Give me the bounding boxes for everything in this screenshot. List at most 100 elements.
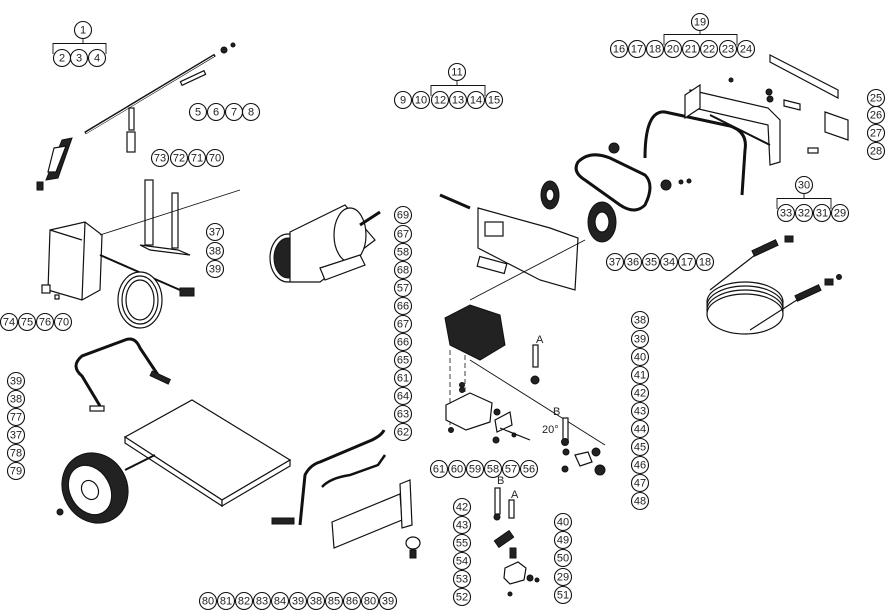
callout-21: 21 xyxy=(681,39,701,59)
callout-circle xyxy=(830,203,850,223)
callout-number: 32 xyxy=(798,208,810,220)
callout-number: 77 xyxy=(10,412,22,424)
callout-number: 23 xyxy=(722,44,734,56)
callout-35: 35 xyxy=(641,252,661,272)
callout-circle xyxy=(393,404,413,424)
point-a-label-lower: A xyxy=(511,489,519,501)
callout-29: 29 xyxy=(830,203,850,223)
callout-number: 33 xyxy=(780,208,792,220)
callout-85: 85 xyxy=(324,591,344,611)
callout-number: 9 xyxy=(400,95,406,107)
callout-circle xyxy=(794,175,814,195)
callout-26: 26 xyxy=(866,105,886,125)
callout-44: 44 xyxy=(630,419,650,439)
callout-circle xyxy=(452,497,472,517)
callout-number: 6 xyxy=(213,107,219,119)
callout-number: 37 xyxy=(209,227,221,239)
angle-label: 20° xyxy=(542,424,559,436)
callout-number: 47 xyxy=(634,478,646,490)
callout-number: 39 xyxy=(382,596,394,608)
callout-37: 37 xyxy=(205,222,225,242)
callout-43: 43 xyxy=(630,401,650,421)
callout-15: 15 xyxy=(484,90,504,110)
callout-circle xyxy=(205,259,225,279)
callout-63: 63 xyxy=(393,404,413,424)
callout-number: 39 xyxy=(209,264,221,276)
callout-circle xyxy=(6,443,26,463)
callout-circle xyxy=(452,587,472,607)
callout-27: 27 xyxy=(866,123,886,143)
callout-circle xyxy=(393,90,413,110)
callout-number: 5 xyxy=(195,107,201,119)
callout-67: 67 xyxy=(393,224,413,244)
callout-number: 46 xyxy=(634,460,646,472)
callout-number: 30 xyxy=(798,180,810,192)
callout-number: 79 xyxy=(10,466,22,478)
callout-number: 69 xyxy=(397,210,409,222)
callout-number: 45 xyxy=(634,442,646,454)
callout-number: 60 xyxy=(451,464,463,476)
callout-number: 73 xyxy=(154,153,166,165)
callout-circle xyxy=(393,224,413,244)
callout-50: 50 xyxy=(553,548,573,568)
callout-72: 72 xyxy=(169,148,189,168)
callout-circle xyxy=(501,459,521,479)
callout-22: 22 xyxy=(699,39,719,59)
callout-number: 38 xyxy=(310,596,322,608)
callout-49: 49 xyxy=(553,530,573,550)
callout-circle xyxy=(205,148,225,168)
callout-56: 56 xyxy=(519,459,539,479)
callout-77: 77 xyxy=(6,407,26,427)
callout-number: 37 xyxy=(609,257,621,269)
callout-number: 74 xyxy=(3,317,15,329)
callout-69: 69 xyxy=(393,205,413,225)
callout-number: 80 xyxy=(202,596,214,608)
callout-55: 55 xyxy=(452,533,472,553)
callout-number: 21 xyxy=(685,44,697,56)
callout-number: 40 xyxy=(634,352,646,364)
callout-33: 33 xyxy=(776,203,796,223)
callout-31: 31 xyxy=(812,203,832,223)
callout-61: 61 xyxy=(393,368,413,388)
callout-circle xyxy=(699,39,719,59)
control-box-bracket xyxy=(139,179,191,256)
callout-number: 43 xyxy=(634,406,646,418)
callout-circle xyxy=(69,48,89,68)
callout-53: 53 xyxy=(452,569,472,589)
callout-38: 38 xyxy=(630,310,650,330)
callout-number: 44 xyxy=(634,424,646,436)
callout-circle xyxy=(150,148,170,168)
power-cord xyxy=(99,254,195,329)
callout-circle xyxy=(188,102,208,122)
callout-circle xyxy=(393,242,413,262)
callout-circle xyxy=(630,365,650,385)
callout-59: 59 xyxy=(465,459,485,479)
callout-circle xyxy=(630,310,650,330)
callout-circle xyxy=(198,591,218,611)
callout-circle xyxy=(718,39,738,59)
callout-66: 66 xyxy=(393,296,413,316)
callout-number: 42 xyxy=(456,502,468,514)
callout-30: 30 xyxy=(794,175,814,195)
callout-circle xyxy=(484,90,504,110)
callout-number: 12 xyxy=(434,95,446,107)
callout-37: 37 xyxy=(6,425,26,445)
pump xyxy=(444,304,506,430)
callout-circle xyxy=(0,312,19,332)
callout-76: 76 xyxy=(35,312,55,332)
callout-circle xyxy=(216,591,236,611)
callout-number: 66 xyxy=(397,301,409,313)
callout-61: 61 xyxy=(429,459,449,479)
callout-number: 1 xyxy=(80,25,86,37)
callout-circle xyxy=(6,461,26,481)
callout-circle xyxy=(630,473,650,493)
callout-38: 38 xyxy=(306,591,326,611)
callout-circle xyxy=(553,530,573,550)
callout-4: 4 xyxy=(87,48,107,68)
callout-80: 80 xyxy=(360,591,380,611)
callout-1: 1 xyxy=(73,20,93,40)
callout-number: 40 xyxy=(557,517,569,529)
callout-number: 39 xyxy=(634,334,646,346)
callout-number: 35 xyxy=(645,257,657,269)
callout-39: 39 xyxy=(630,329,650,349)
